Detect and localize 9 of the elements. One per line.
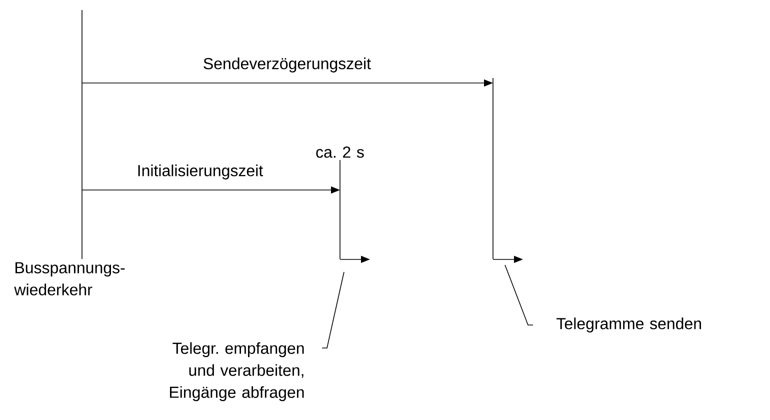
- leader-line: [504, 264, 534, 326]
- time-label: ca. 2 s: [316, 146, 364, 158]
- edge-label: Sendeverzögerungszeit: [204, 58, 371, 72]
- annotation-text: Telegr. empfangen und verarbeiten, Eingänge abfragen: [170, 342, 304, 402]
- leader-line: [322, 272, 344, 348]
- edge-label: Initialisierungszeit: [138, 164, 263, 180]
- annotation-text: Telegramme senden: [556, 318, 701, 332]
- time-line: [492, 78, 494, 260]
- time-label: Busspannungs- wiederkehr: [14, 262, 125, 296]
